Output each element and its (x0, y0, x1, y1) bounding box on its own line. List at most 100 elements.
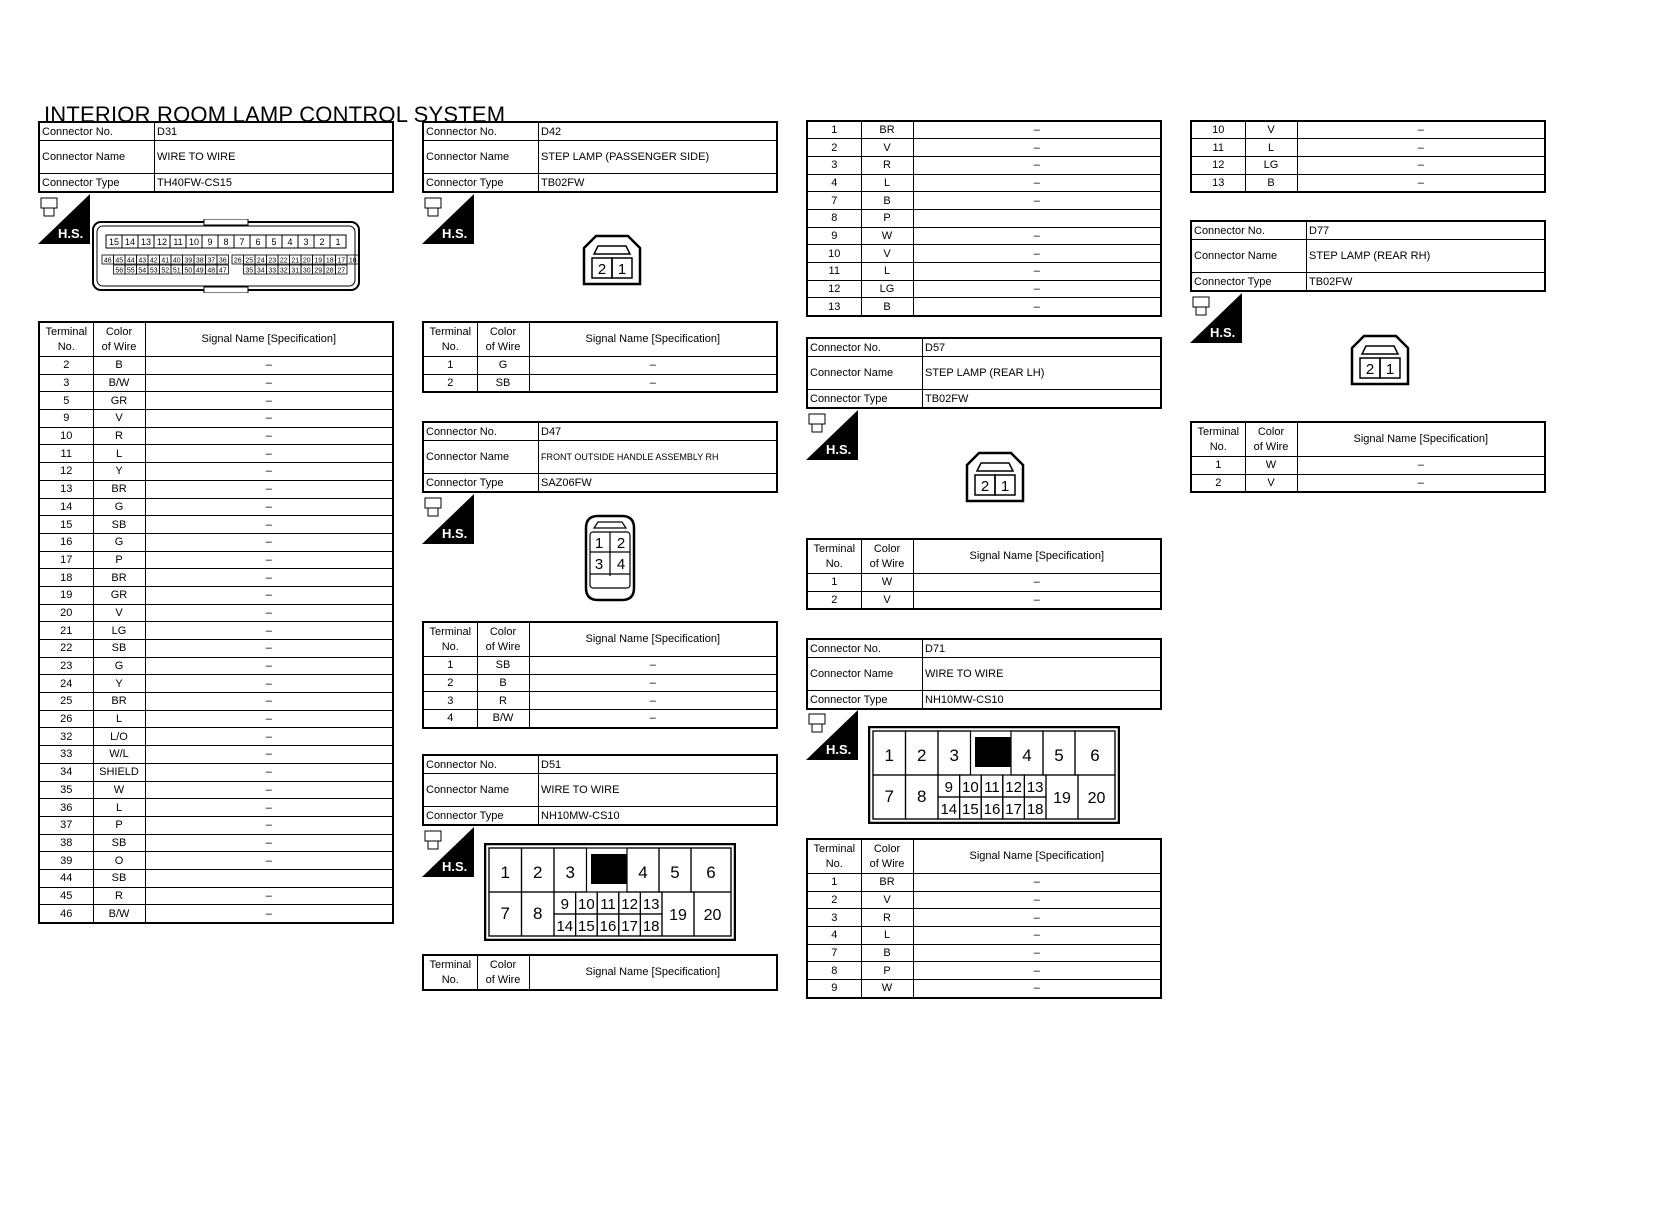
pin-label: 39 (184, 258, 192, 265)
svg-text:H.S.: H.S. (1210, 325, 1235, 340)
terminal-no: 13 (806, 297, 862, 317)
wire-color: BR (860, 120, 914, 140)
signal-name: – (912, 191, 1162, 210)
terminal-no: 2 (38, 356, 94, 375)
signal-name: – (912, 226, 1162, 246)
pin-label: 29 (314, 268, 322, 275)
signal-name: – (144, 833, 394, 853)
signal-name: – (144, 674, 394, 694)
terminal-no: 13 (1190, 173, 1246, 193)
signal-name: – (144, 585, 394, 605)
signal-name: – (144, 532, 394, 552)
connector-no-value: D47 (538, 421, 778, 441)
terminal-no: 16 (38, 532, 94, 552)
terminal-no: 11 (38, 444, 94, 464)
connector-type-value: NH10MW-CS10 (922, 690, 1162, 710)
wire-color: SB (92, 639, 146, 658)
harness-side-icon: H.S. (38, 194, 90, 244)
signal-name: – (912, 173, 1162, 193)
pin-2: 2 (617, 535, 625, 552)
signal-name: – (912, 873, 1162, 892)
connector-type-label: Connector Type (38, 173, 155, 193)
pin-label: 11 (173, 237, 182, 247)
pin-label: 26 (234, 258, 242, 265)
terminal-no: 8 (806, 208, 862, 228)
wire-color: BR (92, 568, 146, 587)
signal-name: – (912, 890, 1162, 910)
connector-type-label: Connector Type (422, 173, 539, 193)
wire-color: W/L (92, 745, 146, 764)
signal-name: – (144, 709, 394, 729)
signal-header: Signal Name [Specification] (528, 954, 778, 991)
wire-color: L (1244, 138, 1298, 157)
wire-color: G (92, 532, 146, 552)
signal-name: – (144, 409, 394, 428)
wire-color: G (92, 656, 146, 676)
signal-name: – (1296, 473, 1546, 493)
pin-1: 1 (618, 261, 626, 278)
terminal-no: 4 (806, 926, 862, 945)
pin-label: 8 (223, 237, 228, 247)
wire-color: W (92, 780, 146, 800)
connector-no-label: Connector No. (1190, 220, 1307, 240)
terminal-no: 2 (806, 138, 862, 157)
harness-side-icon: H.S. (806, 710, 858, 760)
pin-label: 15 (578, 918, 595, 935)
wire-color: V (92, 603, 146, 623)
signal-header: Signal Name [Specification] (912, 538, 1162, 574)
signal-name: – (912, 908, 1162, 928)
signal-name: – (144, 727, 394, 747)
wire-color: L (860, 262, 914, 281)
terminal-no: 5 (38, 391, 94, 411)
wire-color: SB (92, 833, 146, 853)
signal-name: – (144, 426, 394, 446)
wire-color: BR (92, 479, 146, 499)
pin-label: 7 (501, 904, 510, 923)
wire-color: BR (92, 692, 146, 711)
signal-name: – (144, 497, 394, 517)
wire-color: V (860, 244, 914, 263)
signal-name: – (912, 297, 1162, 317)
signal-name (144, 868, 394, 888)
wire-color: R (92, 426, 146, 446)
terminal-no: 2 (422, 673, 478, 693)
connector-name-value: STEP LAMP (REAR LH) (922, 356, 1162, 390)
signal-name: – (1296, 456, 1546, 475)
terminal-no: 7 (806, 943, 862, 963)
pin-label: 44 (127, 258, 135, 265)
hs-label: H.S. (58, 226, 83, 241)
pin-1: 1 (1386, 361, 1394, 378)
connector-name-value: WIRE TO WIRE (154, 140, 394, 174)
signal-name: – (912, 590, 1162, 610)
connector-name-label: Connector Name (38, 140, 155, 174)
wire-color: R (860, 908, 914, 928)
wire-color: R (860, 155, 914, 175)
pin-label: 19 (1053, 790, 1071, 807)
wire-color: GR (92, 391, 146, 411)
signal-header: Signal Name [Specification] (528, 621, 778, 657)
wire-color: W (860, 979, 914, 999)
